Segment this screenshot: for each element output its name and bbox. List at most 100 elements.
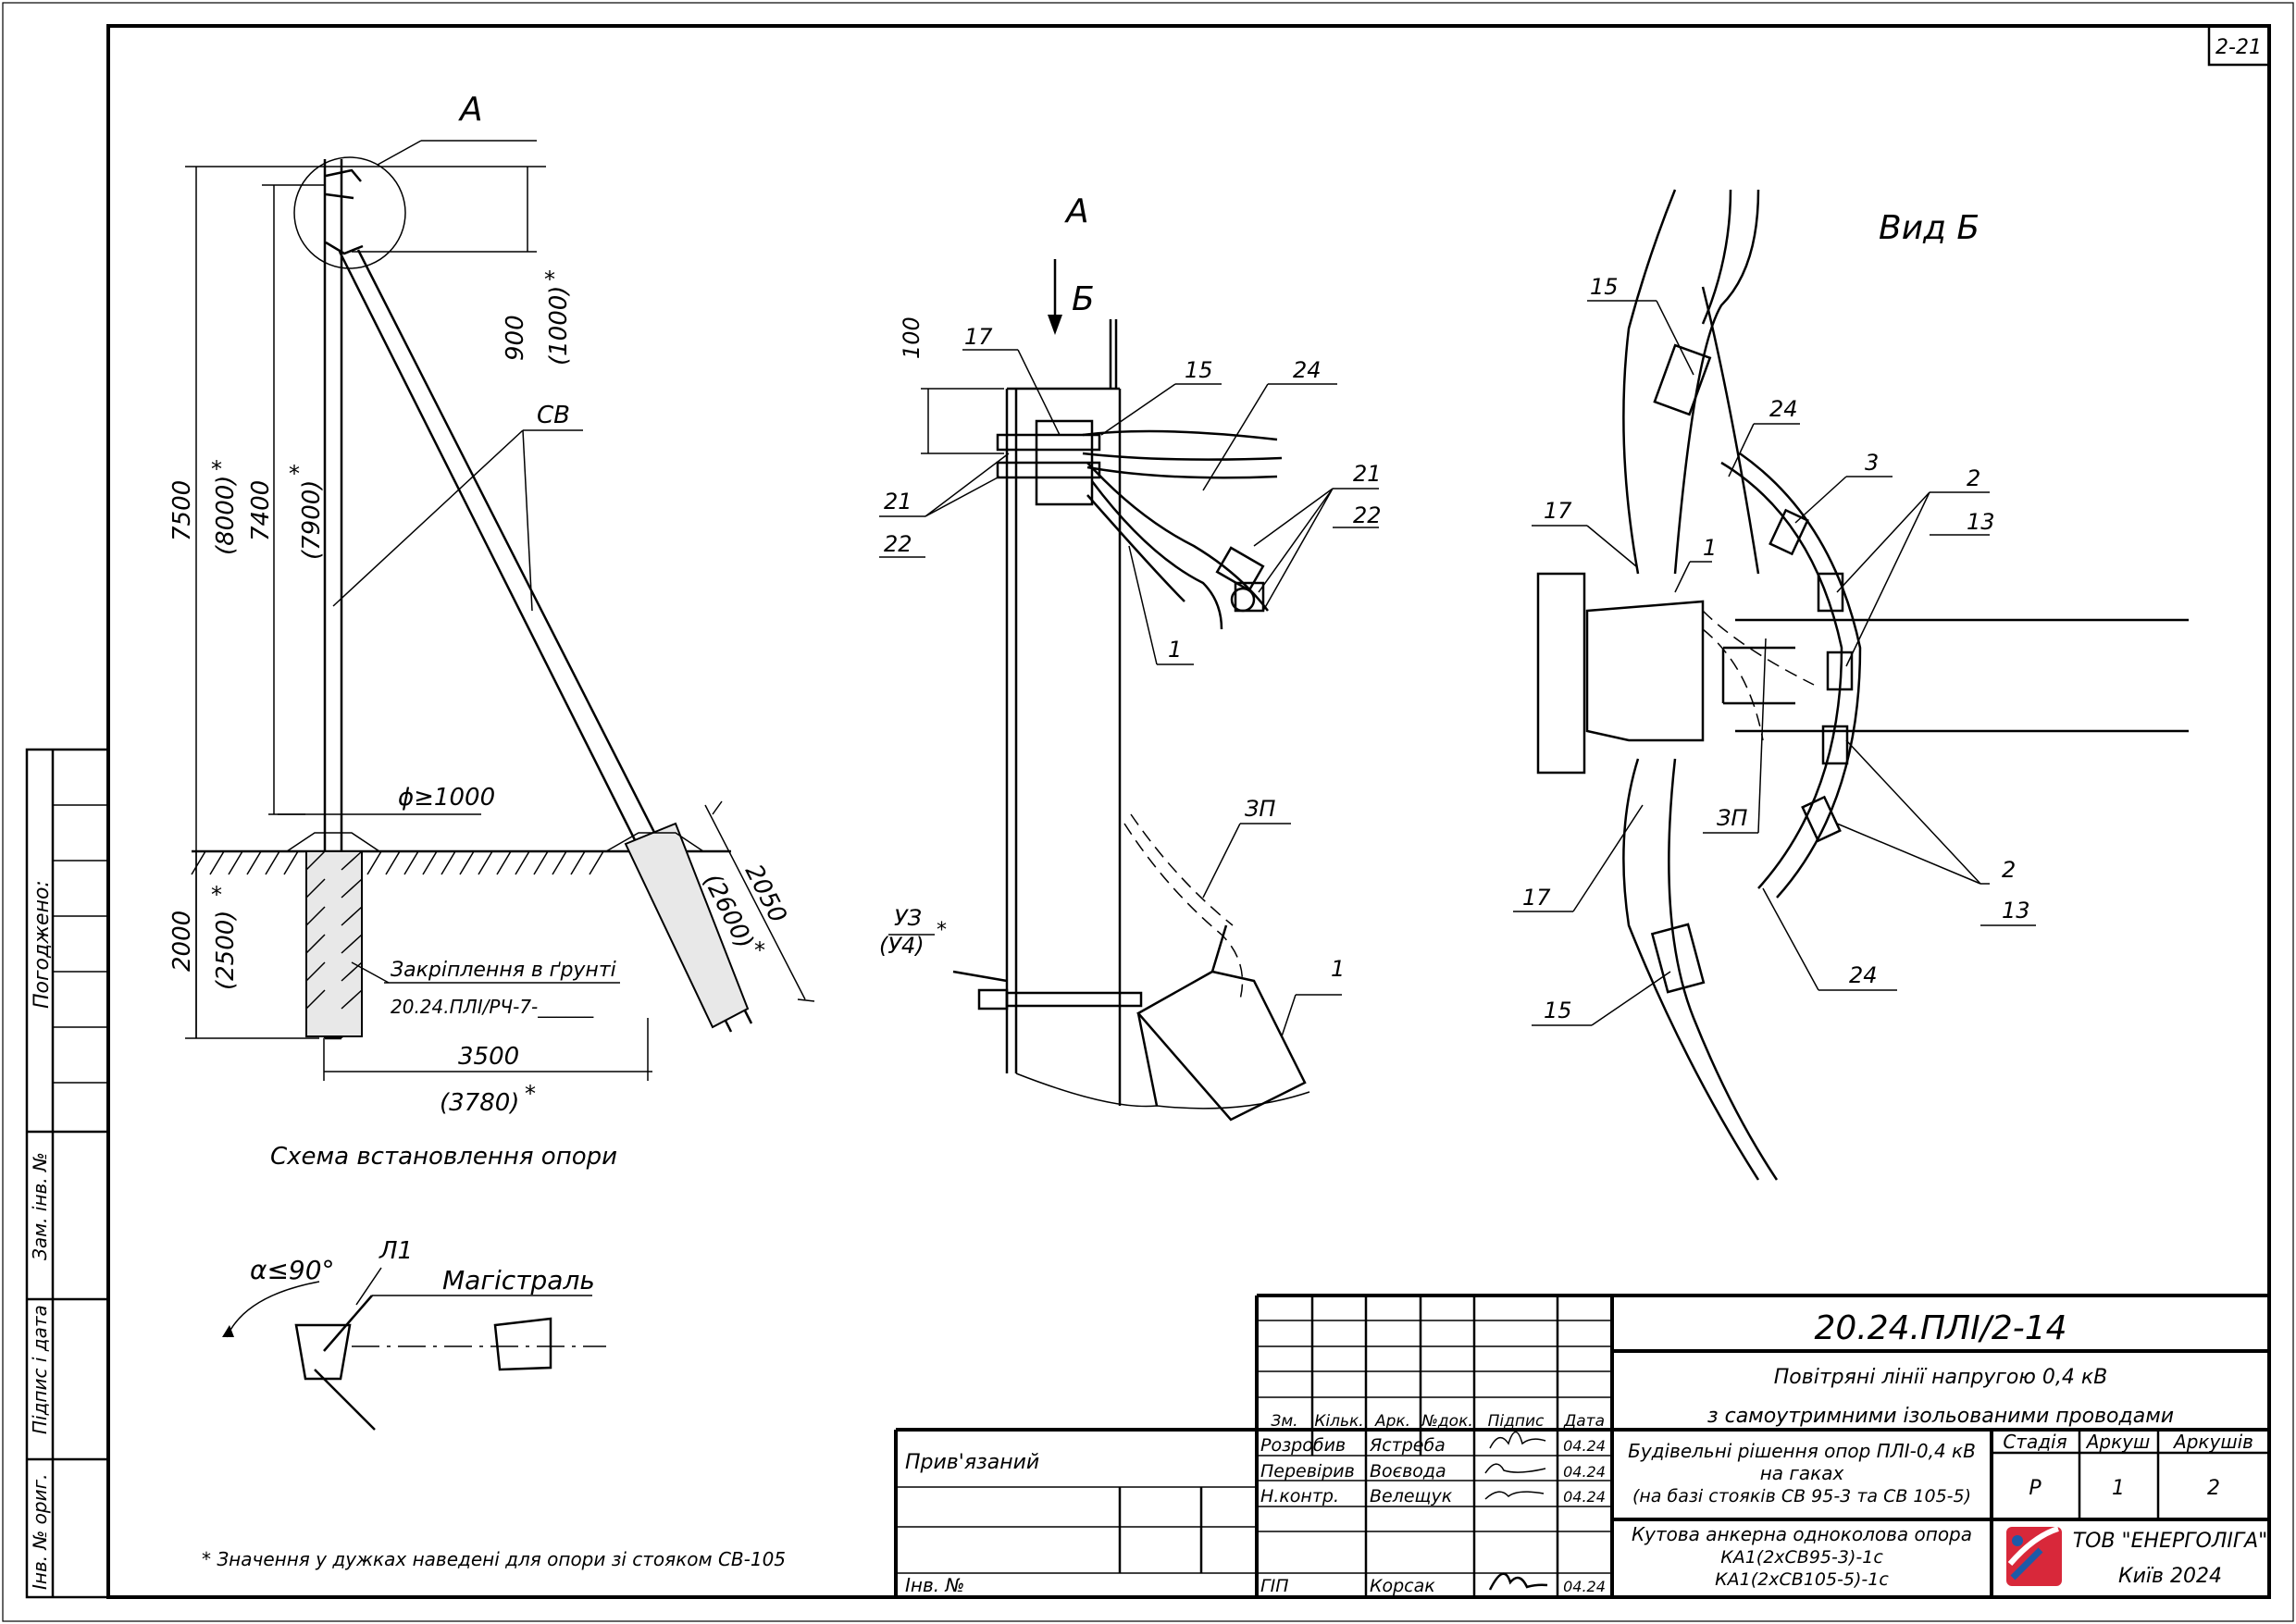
date-gip: 04.24: [1563, 1578, 1606, 1595]
stamp-agreed: Погоджено:: [31, 880, 54, 1009]
dim-above: 7400: [247, 480, 275, 541]
city-year: Київ 2024: [2118, 1565, 2222, 1588]
detail-a-title: А: [1064, 192, 1089, 230]
signatures: [1484, 1431, 1548, 1591]
dim-below-alt: (2500): [212, 911, 240, 990]
role-gip: ГІП: [1260, 1576, 1288, 1596]
stage-value: Р: [2029, 1477, 2042, 1500]
dim-100: 100: [899, 316, 925, 359]
star-6: *: [754, 937, 765, 963]
detail-a-uz: УЗ: [894, 905, 922, 931]
stage-header: Стадія: [2003, 1431, 2066, 1453]
dim-total-alt: (8000): [212, 476, 240, 555]
name-gip: Корсак: [1370, 1576, 1435, 1596]
section-line2: на гаках: [1760, 1462, 1844, 1484]
name-normcontrol: Велещук: [1370, 1486, 1453, 1506]
stamp-replace-inv: Зам. інв. №: [29, 1152, 51, 1260]
linked-label: Прив'язаний: [905, 1451, 1039, 1474]
doc-code: 20.24.ПЛІ/2-14: [1814, 1309, 2066, 1347]
drawing-line2: КА1(2хСВ95-3)-1с: [1720, 1547, 1883, 1568]
col-sign: Підпис: [1488, 1412, 1545, 1431]
star-1: *: [211, 456, 222, 482]
sheet-value: 1: [2112, 1477, 2125, 1500]
star-3: *: [544, 267, 555, 292]
sheets-value: 2: [2207, 1477, 2220, 1500]
detail-a-label-21-left: 21: [884, 489, 912, 514]
view-b: [1513, 189, 2189, 1181]
view-b-label-3: 3: [1865, 450, 1879, 476]
view-b-label-17-bottom: 17: [1522, 885, 1551, 911]
dim-base: 3500: [458, 1043, 519, 1071]
view-b-label-2-bottom: 2: [2002, 857, 2016, 883]
view-letter-a: А: [458, 91, 483, 129]
dim-pit: ϕ≥1000: [398, 784, 495, 812]
section-line3: (на базі стояків СВ 95-3 та СВ 105-5): [1632, 1486, 1971, 1506]
angle-main: Магістраль: [442, 1265, 595, 1295]
left-stamp: [25, 748, 110, 1599]
date-checker: 04.24: [1563, 1463, 1606, 1481]
detail-a-label-22-right: 22: [1353, 502, 1382, 528]
view-b-label-15-bottom: 15: [1544, 998, 1572, 1023]
role-developer: Розробив: [1260, 1435, 1346, 1456]
detail-a-label-1-top: 1: [1168, 637, 1182, 663]
col-doc: №док.: [1421, 1412, 1473, 1431]
view-b-label-13-bottom: 13: [2002, 898, 2030, 924]
section-line1: Будівельні рішення опор ПЛІ-0,4 кВ: [1628, 1440, 1976, 1462]
installation-scheme: [185, 140, 815, 1081]
view-b-label-1: 1: [1703, 535, 1717, 561]
detail-a-star: *: [937, 919, 947, 942]
stamp-sign-date: Підпис і дата: [29, 1305, 51, 1434]
dim-base-alt: (3780): [440, 1089, 519, 1117]
dim-below: 2000: [168, 911, 196, 972]
view-b-label-15-top: 15: [1590, 274, 1619, 300]
detail-a-label-15: 15: [1185, 357, 1213, 383]
company-name: ТОВ "ЕНЕРГОЛІГА": [2073, 1530, 2268, 1553]
name-checker: Воєвода: [1370, 1461, 1446, 1481]
title-block: [894, 1294, 2269, 1597]
footnote: * Значення у дужках наведені для опори з…: [202, 1548, 786, 1570]
col-sheet: Арк.: [1374, 1412, 1410, 1431]
company-logo-icon: [2006, 1526, 2062, 1586]
drawing-line3: КА1(2хСВ105-5)-1с: [1715, 1569, 1889, 1590]
detail-a-label-24: 24: [1293, 357, 1322, 383]
angle-value: α≤90°: [250, 1255, 335, 1285]
stamp-inv-orig: Інв. № ориг.: [29, 1474, 51, 1590]
dim-above-alt: (7900): [298, 480, 326, 560]
name-developer: Ястреба: [1369, 1435, 1446, 1456]
dim-top: 900: [502, 315, 529, 361]
sheets-header: Аркушів: [2172, 1431, 2253, 1453]
view-b-label-17-top: 17: [1544, 498, 1572, 524]
star-2: *: [289, 461, 300, 487]
detail-a-label-22-left: 22: [884, 531, 912, 557]
project-line1: Повітряні лінії напругою 0,4 кВ: [1774, 1366, 2108, 1389]
label-pole: СВ: [537, 402, 570, 429]
date-normcontrol: 04.24: [1563, 1488, 1606, 1506]
scheme-title: Схема встановлення опори: [270, 1143, 617, 1171]
view-b-title: Вид Б: [1879, 209, 1980, 247]
col-date: Дата: [1563, 1412, 1605, 1431]
inv-no-label: Інв. №: [905, 1574, 964, 1596]
detail-a-label-21-right: 21: [1353, 461, 1382, 487]
view-b-label-24-bottom: 24: [1849, 962, 1878, 988]
star-5: *: [525, 1081, 536, 1107]
detail-a-uz-alt: (У4): [879, 933, 925, 959]
detail-a: [879, 259, 1379, 1122]
dim-total: 7500: [168, 480, 196, 541]
view-b-label-2-top: 2: [1967, 465, 1980, 491]
project-line2: з самоутримними ізольованими проводами: [1707, 1405, 2174, 1428]
star-4: *: [211, 882, 222, 908]
arrow-b-label: Б: [1072, 280, 1095, 318]
dim-top-alt: (1000): [545, 286, 573, 366]
sheet-header: Аркуш: [2085, 1431, 2151, 1453]
angle-scheme: [222, 1267, 606, 1431]
anchor-label: Закріплення в ґрунті: [391, 959, 616, 982]
col-change: Зм.: [1271, 1412, 1297, 1431]
view-b-label-13-top: 13: [1967, 509, 1995, 535]
view-b-label-zp: ЗП: [1717, 805, 1747, 831]
role-checker: Перевірив: [1260, 1461, 1355, 1481]
date-developer: 04.24: [1563, 1437, 1606, 1455]
detail-a-label-1-bottom: 1: [1331, 956, 1345, 982]
anchor-code: 20.24.ПЛІ/РЧ-7-______: [391, 996, 594, 1018]
detail-a-label-17: 17: [964, 324, 993, 350]
